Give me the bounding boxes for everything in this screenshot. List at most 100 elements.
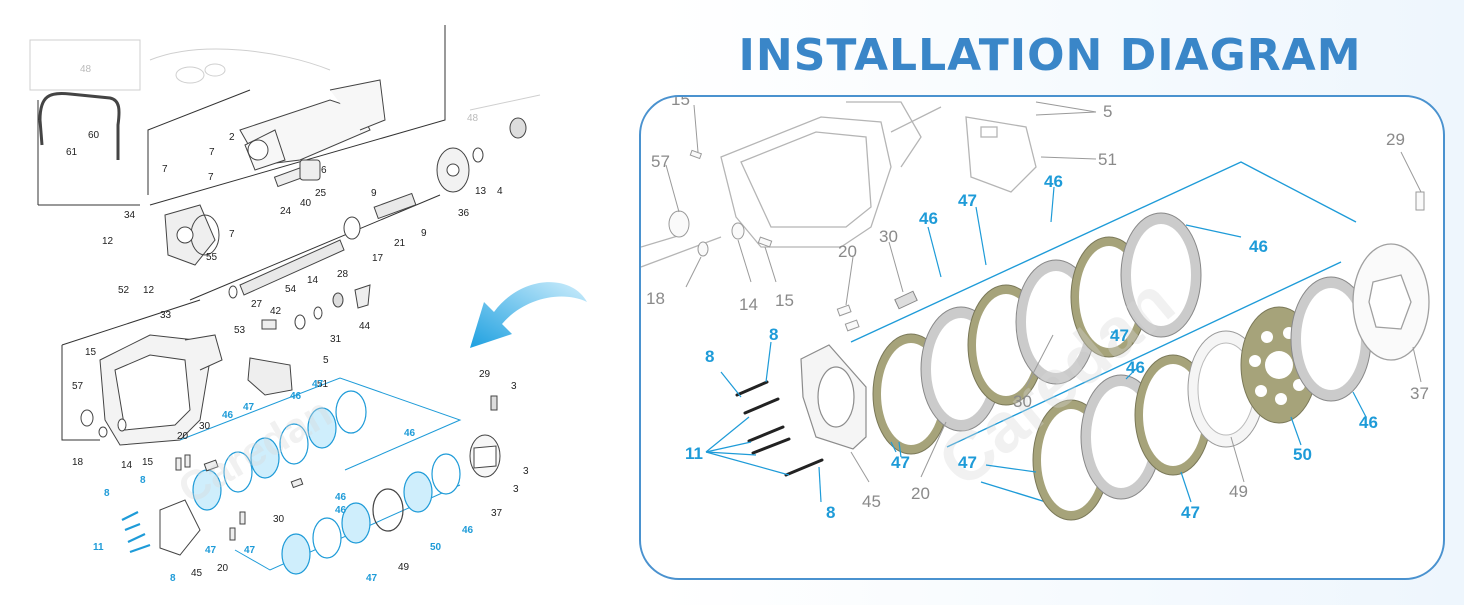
label-15b: 15 (775, 291, 794, 310)
label-29: 29 (479, 369, 491, 380)
label-3c: 3 (513, 484, 519, 495)
detail-clutch-pack-upper (872, 212, 1202, 455)
label-57: 57 (72, 381, 84, 392)
label-47c: 47 (205, 545, 217, 556)
label-46d: 46 (1126, 358, 1145, 377)
label-20b: 20 (911, 484, 930, 503)
label-9a: 9 (371, 188, 377, 199)
detail-diagram-frame: Caredan (639, 95, 1445, 580)
label-20a: 20 (177, 431, 189, 442)
overview-clutch-pack-upper (192, 390, 367, 511)
label-52: 52 (118, 285, 130, 296)
overview-diagram: Caredan 48 60 61 2 7 7 7 6 25 40 24 34 1… (0, 0, 620, 600)
label-47e: 47 (366, 573, 378, 584)
label-46b: 46 (1044, 172, 1063, 191)
label-47b: 47 (312, 379, 324, 390)
label-46a: 46 (222, 410, 234, 421)
label-46b: 46 (290, 391, 302, 402)
label-51: 51 (317, 379, 329, 390)
label-40: 40 (300, 198, 312, 209)
label-20a: 20 (838, 242, 857, 261)
label-47d: 47 (958, 453, 977, 472)
detail-exploded-view: Caredan (641, 97, 1430, 522)
label-45: 45 (862, 492, 881, 511)
label-30b: 30 (273, 514, 285, 525)
label-29: 29 (1386, 130, 1405, 149)
label-49: 49 (398, 562, 410, 573)
label-48: 48 (80, 64, 92, 75)
label-28: 28 (337, 269, 349, 280)
label-46c: 46 (404, 428, 416, 439)
label-7a: 7 (209, 147, 215, 158)
label-47b: 47 (1110, 326, 1129, 345)
label-49: 49 (1229, 482, 1248, 501)
label-15b: 15 (142, 457, 154, 468)
label-46e: 46 (335, 505, 347, 516)
label-17: 17 (372, 253, 384, 264)
label-30a: 30 (199, 421, 211, 432)
label-46f: 46 (462, 525, 474, 536)
label-5: 5 (323, 355, 329, 366)
label-50: 50 (1293, 445, 1312, 464)
label-9b: 9 (421, 228, 427, 239)
overview-exploded-view: Caredan 48 60 61 2 7 7 7 6 25 40 24 34 1… (29, 25, 541, 584)
label-47d: 47 (244, 545, 256, 556)
label-45: 45 (191, 568, 203, 579)
label-46d: 46 (335, 492, 347, 503)
label-30a: 30 (879, 227, 898, 246)
label-7c: 7 (208, 172, 214, 183)
label-18: 18 (72, 457, 84, 468)
label-20b: 20 (217, 563, 229, 574)
label-7d: 7 (229, 229, 235, 240)
label-8c: 8 (826, 503, 835, 522)
overview-clutch-pack-lower (281, 453, 461, 575)
label-47a: 47 (958, 191, 977, 210)
label-2: 2 (229, 132, 235, 143)
label-55: 55 (206, 252, 218, 263)
label-14: 14 (739, 295, 758, 314)
label-31: 31 (330, 334, 342, 345)
label-24: 24 (280, 206, 292, 217)
label-61: 61 (66, 147, 78, 158)
label-8a: 8 (104, 488, 110, 499)
label-46c: 46 (1249, 237, 1268, 256)
label-46a: 46 (919, 209, 938, 228)
label-8a: 8 (705, 347, 714, 366)
label-4: 4 (497, 186, 503, 197)
label-15: 15 (85, 347, 97, 358)
label-37: 37 (1410, 384, 1429, 403)
label-37: 37 (491, 508, 503, 519)
label-5: 5 (1103, 102, 1112, 121)
label-21: 21 (394, 238, 406, 249)
label-30b: 30 (1013, 392, 1032, 411)
label-51: 51 (1098, 150, 1117, 169)
label-6: 6 (321, 165, 327, 176)
detail-clutch-pack-lower (1032, 276, 1372, 521)
label-8c: 8 (170, 573, 176, 584)
label-3a: 3 (511, 381, 517, 392)
label-54: 54 (285, 284, 297, 295)
label-14b: 14 (121, 460, 133, 471)
label-57: 57 (651, 152, 670, 171)
label-15: 15 (671, 97, 690, 109)
label-18: 18 (646, 289, 665, 308)
label-36: 36 (458, 208, 470, 219)
label-8b: 8 (140, 475, 146, 486)
label-42: 42 (270, 306, 282, 317)
label-47c: 47 (891, 453, 910, 472)
label-34: 34 (124, 210, 136, 221)
label-48b: 48 (467, 113, 479, 124)
page-title: INSTALLATION DIAGRAM (738, 30, 1362, 81)
label-47e: 47 (1181, 503, 1200, 522)
label-3b: 3 (523, 466, 529, 477)
label-8b: 8 (769, 325, 778, 344)
label-44: 44 (359, 321, 371, 332)
label-47a: 47 (243, 402, 255, 413)
label-25: 25 (315, 188, 327, 199)
label-12b: 12 (143, 285, 155, 296)
label-11: 11 (93, 542, 104, 553)
label-53: 53 (234, 325, 246, 336)
label-14: 14 (307, 275, 319, 286)
label-60: 60 (88, 130, 100, 141)
curved-arrow-icon (470, 282, 587, 348)
